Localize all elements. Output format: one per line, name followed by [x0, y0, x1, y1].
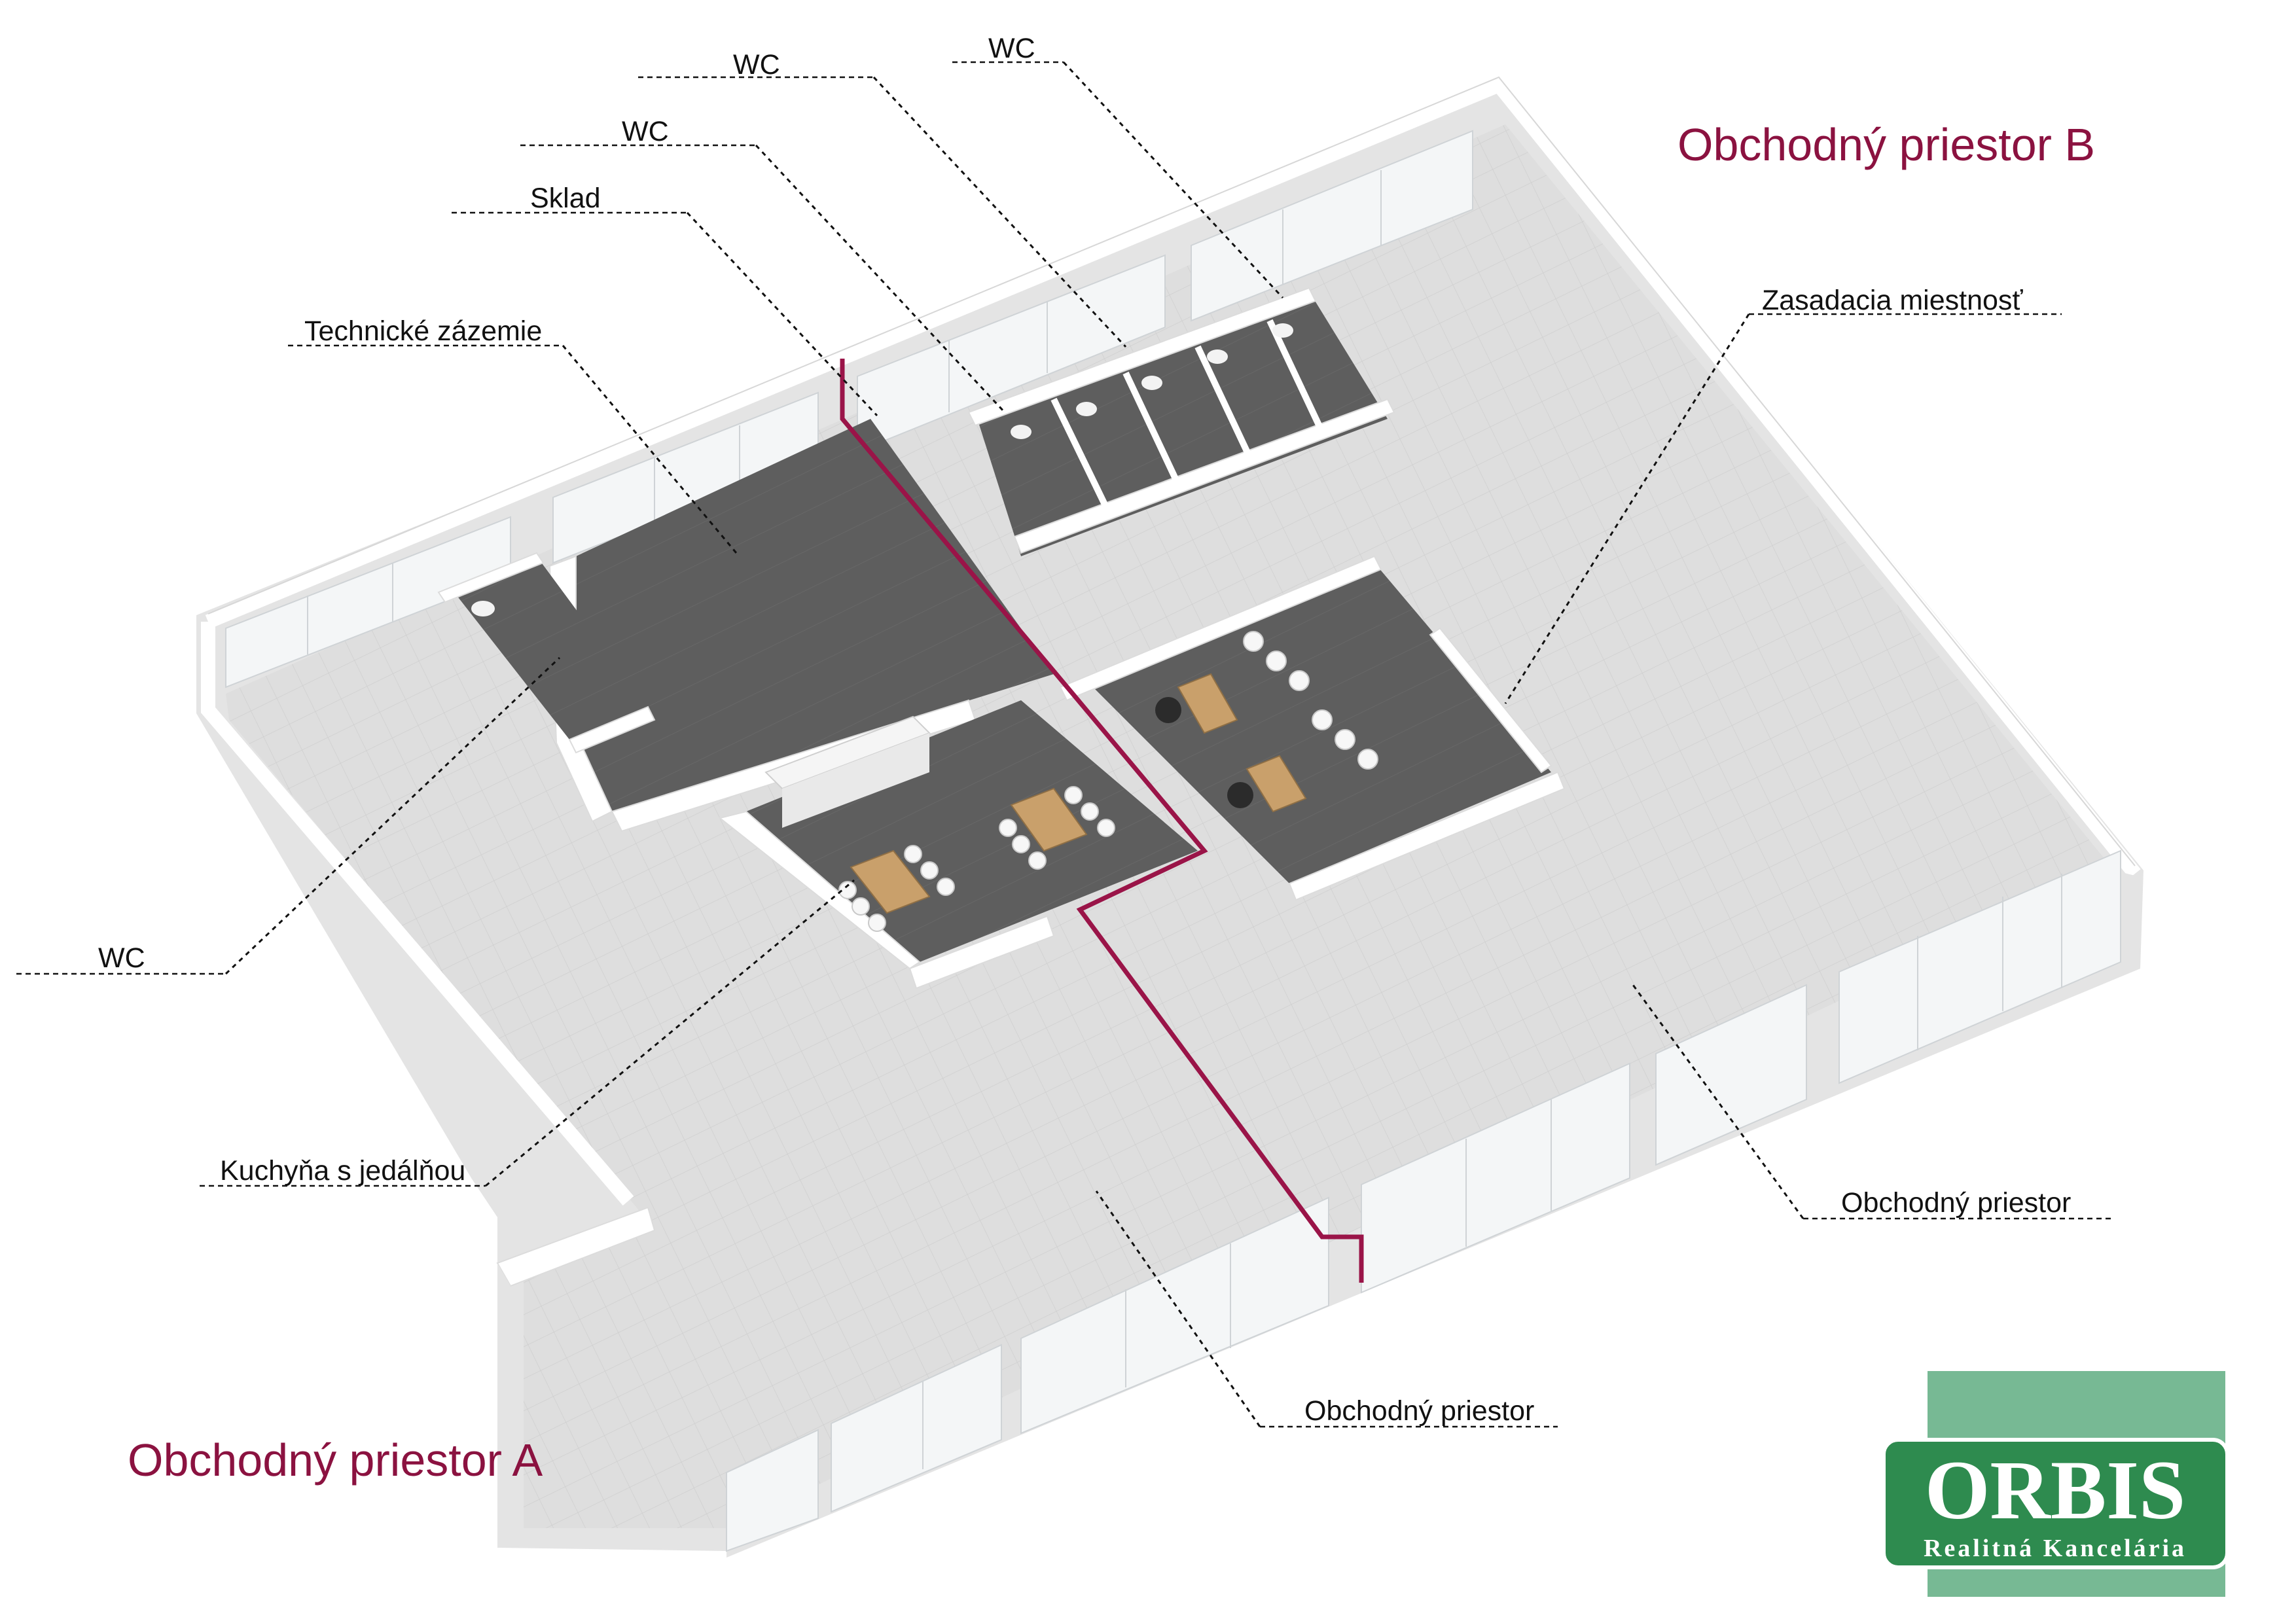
toilets — [1011, 323, 1293, 439]
callout-wc-mid: WC — [520, 116, 1006, 414]
wc-left-room — [437, 552, 656, 754]
north-windows — [225, 130, 1473, 688]
dining-chairs — [838, 786, 1115, 932]
callout-kuchyna: Kuchyňa s jedálňou — [200, 879, 855, 1187]
office-chair — [1227, 782, 1253, 808]
label-obchodny-priestor: Obchodný priestor — [1841, 1187, 2071, 1219]
zone-b-title: Obchodný priestor B — [1677, 119, 2095, 170]
callout-obchodny-right: Obchodný priestor — [1632, 984, 2111, 1220]
wc-block — [967, 287, 1395, 556]
callout-technicke: Technické zázemie — [288, 315, 738, 554]
kitchen-room — [718, 700, 1198, 990]
label-wc: WC — [988, 33, 1035, 64]
label-kuchyna-s-jedalnou: Kuchyňa s jedálňou — [220, 1155, 465, 1186]
main-floor — [226, 124, 2114, 1528]
callout-sklad: Sklad — [452, 183, 878, 417]
callout-obchodny-bottom: Obchodný priestor — [1095, 1190, 1558, 1428]
label-technicke-zazemie: Technické zázemie — [304, 315, 542, 347]
toilet-icon — [471, 601, 495, 616]
office-chair — [1155, 697, 1181, 723]
label-sklad: Sklad — [530, 183, 601, 214]
zasadacia-room — [1059, 555, 1566, 901]
callout-wc-top-left: WC — [638, 49, 1127, 348]
logo-badge — [1882, 1438, 2229, 1569]
label-wc: WC — [733, 49, 780, 80]
zone-a-title: Obchodný priestor A — [128, 1435, 543, 1486]
callout-zasadacia: Zasadacia miestnosť — [1504, 285, 2062, 704]
logo-subtitle: Realitná Kancelária — [1924, 1535, 2187, 1562]
unit-divider-line — [840, 359, 1364, 1283]
orbis-logo: ORBIS Realitná Kancelária — [1882, 1371, 2229, 1597]
desk — [1177, 673, 1238, 734]
label-obchodny-priestor: Obchodný priestor — [1304, 1395, 1534, 1427]
meeting-chairs — [1243, 631, 1378, 770]
logo-name: ORBIS — [1925, 1444, 2185, 1537]
desk — [1246, 755, 1307, 813]
dining-table — [1010, 787, 1088, 852]
label-wc: WC — [98, 942, 145, 974]
label-zasadacia-miestnost: Zasadacia miestnosť — [1762, 285, 2023, 316]
callout-wc-left: WC — [16, 656, 561, 975]
callout-wc-top-right: WC — [952, 33, 1284, 299]
south-windows — [726, 849, 2121, 1552]
dining-table — [850, 849, 931, 914]
label-wc: WC — [622, 116, 669, 147]
